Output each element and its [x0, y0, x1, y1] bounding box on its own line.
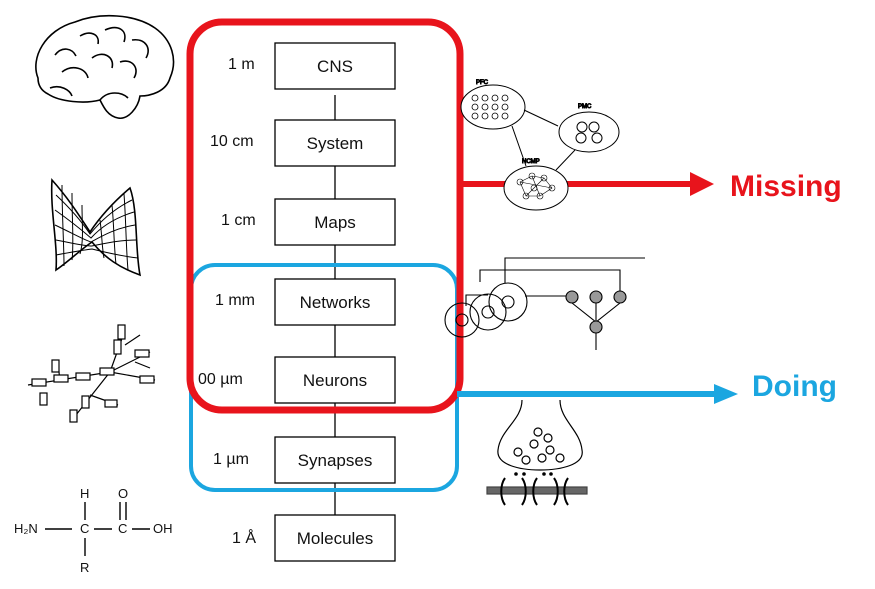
scale-label: 1 m [228, 56, 255, 73]
level-label: CNS [317, 57, 353, 76]
brain-icon [35, 14, 175, 119]
missing-region [186, 18, 464, 414]
level-label: System [307, 134, 364, 153]
level-system: System 10 cm [210, 119, 396, 167]
missing-label: Missing [730, 170, 842, 203]
map-surface-icon [50, 178, 142, 277]
level-maps: Maps 1 cm [221, 198, 396, 246]
level-cns: CNS 1 m [228, 42, 396, 90]
pmc-label: PMC [578, 104, 592, 110]
level-neurons: Neurons 00 µm [198, 356, 396, 404]
network-icon [444, 257, 645, 350]
scale-label: 10 cm [210, 133, 254, 150]
doing-label: Doing [752, 370, 837, 403]
level-networks: Networks 1 mm [215, 278, 396, 326]
molecule-oh: OH [153, 521, 173, 536]
molecule-r: R [80, 560, 89, 575]
amino-acid-molecule: H O H₂N C C OH R [14, 486, 173, 575]
level-label: Neurons [303, 371, 367, 390]
scale-label: 1 mm [215, 292, 255, 309]
synapse-icon [486, 399, 588, 506]
hcmp-label: HCMP [522, 159, 540, 165]
scale-label: 1 µm [213, 451, 249, 468]
molecule-h2n: H₂N [14, 521, 38, 536]
level-molecules: Molecules 1 Å [232, 514, 396, 562]
level-label: Networks [300, 293, 371, 312]
level-label: Synapses [298, 451, 373, 470]
scale-label: 00 µm [198, 371, 243, 388]
molecule-c2: C [118, 521, 127, 536]
molecule-o: O [118, 486, 128, 501]
doing-arrow [457, 384, 738, 404]
molecule-h: H [80, 486, 89, 501]
scale-label: 1 Å [232, 528, 256, 547]
level-label: Maps [314, 213, 356, 232]
pfc-label: PFC [476, 80, 489, 86]
scale-label: 1 cm [221, 212, 256, 229]
system-network-icon: PFC PMC HCMP [460, 80, 620, 211]
missing-arrow [460, 172, 714, 196]
molecule-c1: C [80, 521, 89, 536]
level-synapses: Synapses 1 µm [213, 436, 396, 484]
neuron-tree-icon [27, 324, 156, 423]
level-label: Molecules [297, 529, 374, 548]
